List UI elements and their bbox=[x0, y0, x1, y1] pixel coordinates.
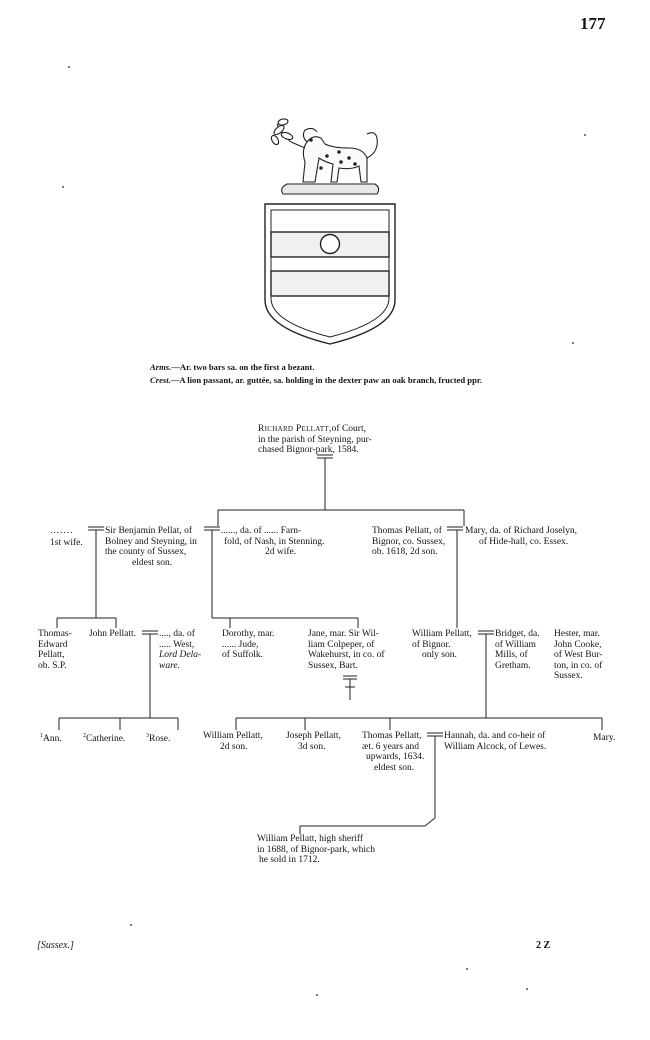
joseph-pellatt: Joseph Pellatt, 3d son. bbox=[286, 731, 341, 752]
mary-joselyn: Mary, da. of Richard Joselyn, of Hide-ha… bbox=[465, 526, 578, 547]
paper-speck bbox=[316, 994, 318, 996]
first-wife-dots: ....... bbox=[50, 526, 74, 536]
paper-speck bbox=[62, 186, 64, 188]
lion-crest-icon bbox=[270, 118, 380, 195]
thomas-pellatt-eldest: Thomas Pellatt, æt. 6 years and upwards,… bbox=[362, 731, 425, 773]
dorothy-pellatt: Dorothy, mar. ...... Jude, of Suffolk. bbox=[222, 629, 275, 661]
jane-pellatt: Jane, mar. Sir Wil- liam Colpeper, of Wa… bbox=[308, 629, 385, 671]
coat-of-arms bbox=[264, 118, 396, 345]
second-wife-farnfold: ......, da. of ...... Farn- fold, of Nas… bbox=[221, 526, 325, 558]
paper-speck bbox=[584, 134, 586, 136]
daughter-ann: 1Ann. bbox=[40, 733, 62, 745]
first-wife-label: 1st wife. bbox=[50, 538, 83, 548]
john-pellatt-wife-west: ...., da. of ..... West, Lord Dela- ware… bbox=[159, 629, 202, 671]
paper-speck bbox=[130, 924, 132, 926]
daughter-catherine: 2Catherine. bbox=[83, 733, 126, 745]
william-pellatt-bignor: William Pellatt, of Bignor. only son. bbox=[412, 629, 472, 661]
arms-blazon: Arms.—Ar. two bars sa. on the first a be… bbox=[150, 362, 315, 372]
founder-richard-pellatt: Richard Pellatt,of Court, in the parish … bbox=[258, 424, 372, 456]
thomas-edward-pellatt: Thomas- Edward Pellatt, ob. S.P. bbox=[38, 629, 72, 671]
founder-name: Richard Pellatt, bbox=[258, 424, 332, 434]
john-pellatt: John Pellatt. bbox=[89, 629, 136, 639]
paper-speck bbox=[526, 988, 528, 990]
william-pellatt-2d-son: William Pellatt, 2d son. bbox=[203, 731, 263, 752]
paper-speck bbox=[572, 342, 574, 344]
daughter-rose: 3Rose. bbox=[146, 733, 171, 745]
footer-county: [Sussex.] bbox=[37, 940, 74, 951]
paper-speck bbox=[68, 66, 70, 68]
crest-blazon: Crest.—A lion passant, ar. guttée, sa. h… bbox=[150, 375, 483, 385]
paper-speck bbox=[466, 968, 468, 970]
sir-benjamin-pellat: Sir Benjamin Pellat, of Bolney and Steyn… bbox=[105, 526, 197, 568]
hannah-alcock: Hannah, da. and co-heir of William Alcoc… bbox=[444, 731, 547, 752]
page-number: 177 bbox=[580, 14, 606, 33]
bridget-mills: Bridget, da. of William Mills, of Gretha… bbox=[495, 629, 540, 671]
william-pellatt-high-sheriff: William Pellatt, high sheriff in 1688, o… bbox=[257, 834, 376, 866]
shield-icon bbox=[264, 203, 396, 345]
thomas-pellatt-bignor: Thomas Pellatt, of Bignor, co. Sussex, o… bbox=[372, 526, 446, 558]
mary-pellatt: Mary. bbox=[593, 733, 616, 743]
footer-signature: 2 Z bbox=[536, 940, 551, 951]
hester-pellatt: Hester, mar. John Cooke, of West Bur- to… bbox=[554, 629, 603, 682]
